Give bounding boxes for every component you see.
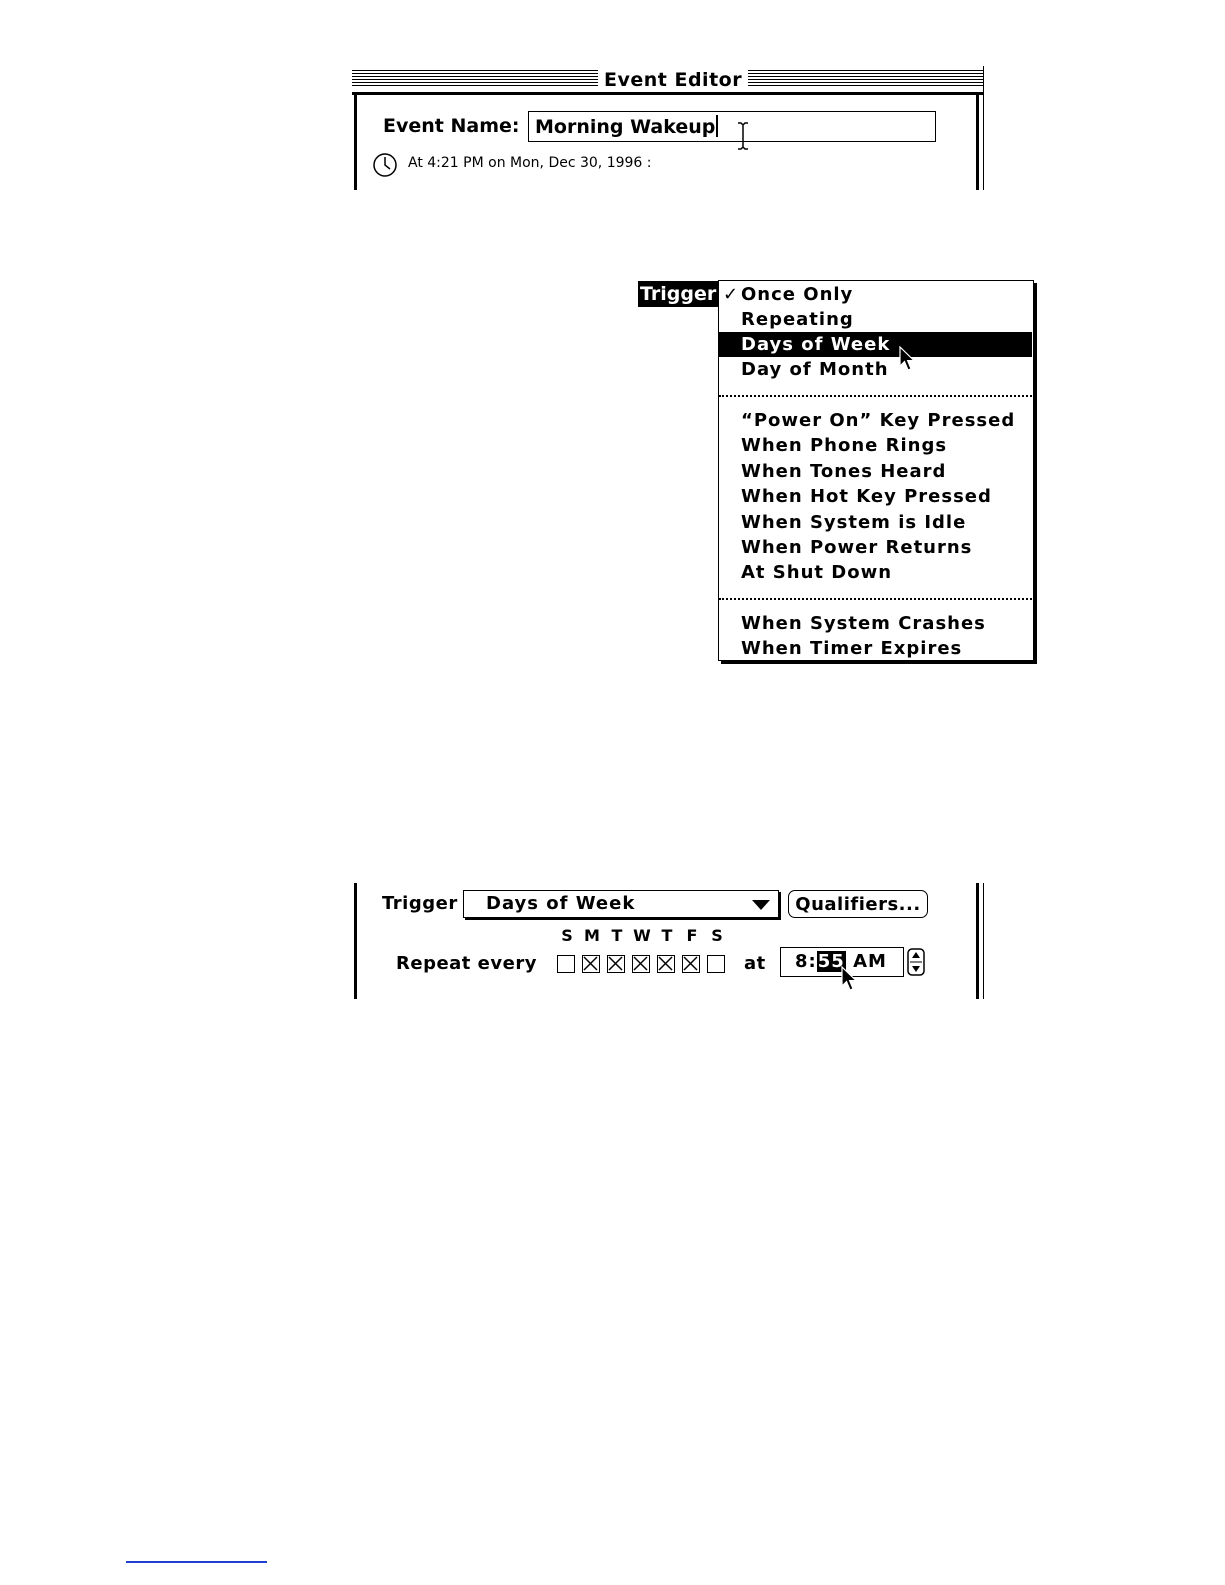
arrow-cursor-icon	[841, 966, 858, 991]
menu-item-day-of-month[interactable]: Day of Month	[719, 357, 1032, 382]
checkbox-thu[interactable]	[657, 955, 675, 973]
link-underline	[126, 1561, 267, 1563]
menu-item-label: When Power Returns	[741, 537, 973, 558]
checkbox-mon[interactable]	[582, 955, 600, 973]
trigger-settings-panel: Trigger Days of Week Qualifiers... S M T…	[352, 883, 984, 999]
menu-item-repeating[interactable]: Repeating	[719, 307, 1032, 332]
day-header-sun: S	[561, 926, 573, 945]
menu-item-shut-down[interactable]: At Shut Down	[719, 560, 1032, 585]
menu-item-label: Day of Month	[741, 359, 889, 380]
event-name-label: Event Name:	[383, 115, 520, 137]
checkbox-sat[interactable]	[707, 955, 725, 973]
event-name-input[interactable]: Morning Wakeup	[528, 111, 936, 142]
menu-item-system-idle[interactable]: When System is Idle	[719, 510, 1032, 535]
menu-item-label: When Phone Rings	[741, 435, 948, 456]
menu-item-system-crashes[interactable]: When System Crashes	[719, 611, 1032, 636]
day-header-mon: M	[584, 926, 600, 945]
menu-separator	[719, 598, 1032, 600]
repeat-every-label: Repeat every	[396, 953, 537, 974]
event-name-value: Morning Wakeup	[535, 116, 716, 138]
menu-item-timer-expires[interactable]: When Timer Expires	[719, 636, 1032, 661]
day-header-tue: T	[611, 926, 623, 945]
time-minute-selected[interactable]: 55	[816, 951, 846, 972]
window-frame-left	[354, 883, 357, 999]
window-frame-left	[354, 92, 357, 190]
trigger-label: Trigger	[382, 893, 458, 914]
checkbox-sun[interactable]	[557, 955, 575, 973]
menu-item-days-of-week[interactable]: Days of Week	[719, 332, 1032, 357]
menu-item-label: “Power On” Key Pressed	[741, 410, 1016, 431]
checkbox-x-icon	[583, 956, 598, 971]
day-header-thu: T	[661, 926, 673, 945]
checkbox-x-icon	[658, 956, 673, 971]
checkbox-x-icon	[683, 956, 698, 971]
trigger-popup[interactable]: Days of Week	[463, 890, 779, 918]
menu-item-once-only[interactable]: ✓ Once Only	[719, 282, 1032, 307]
arrow-cursor-icon	[899, 346, 916, 371]
window-frame-outer	[983, 66, 984, 190]
checkbox-wed[interactable]	[632, 955, 650, 973]
checkbox-fri[interactable]	[682, 955, 700, 973]
window-frame-right	[976, 883, 979, 999]
clock-icon	[373, 153, 397, 177]
menu-item-phone-rings[interactable]: When Phone Rings	[719, 433, 1032, 458]
menu-item-label: When Timer Expires	[741, 638, 963, 659]
schedule-summary: At 4:21 PM on Mon, Dec 30, 1996 :	[408, 155, 652, 171]
ibeam-cursor-icon	[738, 122, 748, 150]
day-header-fri: F	[686, 926, 698, 945]
event-editor-window: Event Editor Event Name: Morning Wakeup …	[352, 66, 984, 190]
menu-item-label: When System Crashes	[741, 613, 986, 634]
menu-item-label: At Shut Down	[741, 562, 893, 583]
menu-item-label: Repeating	[741, 309, 854, 330]
menu-item-label: When System is Idle	[741, 512, 967, 533]
menu-item-label: Days of Week	[741, 334, 891, 355]
window-frame-right	[976, 92, 979, 190]
checkmark-icon: ✓	[723, 284, 740, 305]
time-period[interactable]: AM	[853, 951, 887, 972]
day-header-wed: W	[633, 926, 651, 945]
window-frame-top	[352, 92, 984, 95]
menu-item-hot-key[interactable]: When Hot Key Pressed	[719, 484, 1032, 509]
window-frame-outer	[983, 883, 984, 999]
menu-item-label: When Tones Heard	[741, 461, 947, 482]
menu-item-label: Once Only	[741, 284, 854, 305]
checkbox-x-icon	[608, 956, 623, 971]
at-label: at	[744, 953, 766, 974]
menu-item-power-on-key[interactable]: “Power On” Key Pressed	[719, 408, 1032, 433]
checkbox-x-icon	[633, 956, 648, 971]
trigger-popup-menu: ✓ Once Only Repeating Days of Week Day o…	[718, 280, 1034, 661]
trigger-popup-value: Days of Week	[486, 893, 636, 914]
qualifiers-button[interactable]: Qualifiers...	[788, 890, 928, 918]
trigger-label-highlighted: Trigger	[638, 281, 725, 307]
menu-item-tones-heard[interactable]: When Tones Heard	[719, 459, 1032, 484]
time-input[interactable]: 8:55 AM	[780, 947, 904, 977]
menu-item-power-returns[interactable]: When Power Returns	[719, 535, 1032, 560]
window-title: Event Editor	[598, 68, 749, 92]
menu-separator	[719, 395, 1032, 397]
triangle-down-icon	[752, 900, 770, 910]
menu-item-label: When Hot Key Pressed	[741, 486, 992, 507]
time-hour[interactable]: 8:	[795, 951, 817, 972]
day-header-sat: S	[711, 926, 723, 945]
checkbox-tue[interactable]	[607, 955, 625, 973]
text-caret	[716, 115, 719, 137]
time-stepper-arrows-icon[interactable]	[907, 948, 925, 976]
